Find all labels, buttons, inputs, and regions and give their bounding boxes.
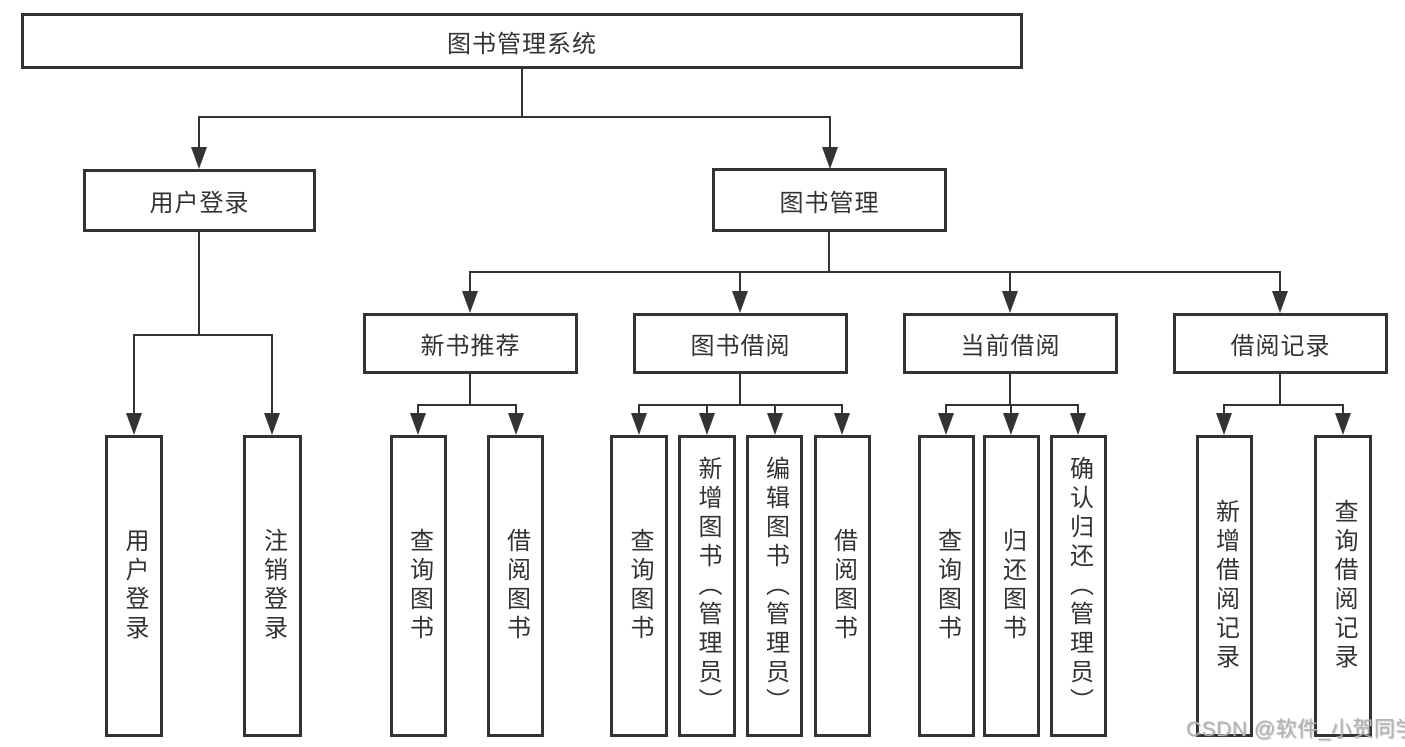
connector-book-borrow-drop xyxy=(739,374,741,406)
arrow-down-icon xyxy=(767,413,783,435)
connector-arrow-shaft xyxy=(133,334,135,415)
connector-arrow-shaft xyxy=(1279,271,1281,293)
leaf-query-books-current: 查询图书 xyxy=(918,435,975,737)
node-label: 注销登录 xyxy=(259,528,287,644)
node-label: 图书借阅 xyxy=(690,333,791,360)
node-new-book-recommendation: 新书推荐 xyxy=(363,313,578,374)
node-label: 查询图书 xyxy=(405,528,433,644)
node-label: 新书推荐 xyxy=(420,333,521,360)
watermark-text: CSDN @软件_小贺同学 xyxy=(1186,718,1405,741)
arrow-down-icon xyxy=(699,413,715,435)
connector-current-borrow-drop xyxy=(1009,374,1011,406)
connector-arrow-shaft xyxy=(638,404,640,416)
arrow-down-icon xyxy=(1335,413,1351,435)
leaf-query-books-recommend: 查询图书 xyxy=(390,435,447,737)
arrow-down-icon xyxy=(732,291,748,313)
connector-level3-bus xyxy=(469,271,1281,273)
leaf-user-login: 用户登录 xyxy=(105,435,163,737)
leaf-logout-login: 注销登录 xyxy=(243,435,302,737)
node-label: 查询图书 xyxy=(626,528,653,644)
connector-user-login-bus xyxy=(133,334,273,336)
connector-borrow-record-drop xyxy=(1279,374,1281,406)
leaf-add-books-admin: 新增图书（管理员） xyxy=(678,435,736,737)
connector-arrow-shaft xyxy=(1223,404,1225,416)
leaf-borrow-books-recommend: 借阅图书 xyxy=(487,435,544,737)
connector-level2-bus xyxy=(198,116,831,118)
node-label: 查询借阅记录 xyxy=(1330,499,1357,673)
node-label: 新增借阅记录 xyxy=(1211,499,1239,673)
connector-arrow-shaft xyxy=(1009,271,1011,293)
connector-arrow-shaft xyxy=(1077,404,1079,416)
connector-root-drop xyxy=(521,67,523,118)
arrow-down-icon xyxy=(508,413,524,435)
connector-arrow-shaft xyxy=(417,404,419,416)
arrow-down-icon xyxy=(1272,291,1288,313)
node-label: 借阅图书 xyxy=(502,528,530,644)
arrow-down-icon xyxy=(1003,413,1019,435)
node-label: 图书管理 xyxy=(779,189,880,217)
connector-user-login-drop xyxy=(198,232,200,336)
arrow-down-icon xyxy=(410,413,426,435)
leaf-return-books: 归还图书 xyxy=(983,435,1040,737)
connector-book-mgmt-drop xyxy=(828,231,830,273)
connector-arrow-shaft xyxy=(198,116,200,148)
node-library-management-system: 图书管理系统 xyxy=(21,13,1023,69)
leaf-confirm-return-admin: 确认归还（管理员） xyxy=(1050,435,1107,737)
connector-new-book-bus xyxy=(417,404,517,406)
arrow-down-icon xyxy=(822,147,838,169)
connector-arrow-shaft xyxy=(271,334,273,415)
node-label: 编辑图书（管理员） xyxy=(761,455,789,717)
connector-arrow-shaft xyxy=(515,404,517,416)
connector-arrow-shaft xyxy=(1342,404,1344,416)
connector-arrow-shaft xyxy=(469,271,471,293)
node-label: 用户登录 xyxy=(149,190,250,217)
arrow-down-icon xyxy=(191,147,207,169)
node-label: 确认归还（管理员） xyxy=(1065,455,1093,717)
node-label: 新增图书（管理员） xyxy=(694,455,721,717)
connector-new-book-drop xyxy=(469,374,471,406)
arrow-down-icon xyxy=(462,291,478,313)
leaf-borrow-books-borrowing: 借阅图书 xyxy=(814,435,871,737)
leaf-add-borrow-record: 新增借阅记录 xyxy=(1196,435,1253,737)
connector-current-borrow-bus xyxy=(945,404,1079,406)
node-label: 图书管理系统 xyxy=(447,30,597,58)
arrow-down-icon xyxy=(631,413,647,435)
arrow-down-icon xyxy=(1216,413,1232,435)
arrow-down-icon xyxy=(834,413,850,435)
connector-arrow-shaft xyxy=(739,271,741,293)
node-book-management: 图书管理 xyxy=(712,168,947,232)
connector-arrow-shaft xyxy=(706,404,708,416)
node-user-login: 用户登录 xyxy=(83,169,316,232)
leaf-query-books-borrowing: 查询图书 xyxy=(610,435,668,737)
connector-arrow-shaft xyxy=(829,116,831,148)
connector-book-borrow-bus xyxy=(638,404,843,406)
node-label: 归还图书 xyxy=(998,528,1026,644)
connector-borrow-record-bus xyxy=(1223,404,1344,406)
node-label: 当前借阅 xyxy=(960,333,1061,360)
node-label: 用户登录 xyxy=(121,528,148,644)
connector-arrow-shaft xyxy=(841,404,843,416)
connector-arrow-shaft xyxy=(774,404,776,416)
connector-arrow-shaft xyxy=(1010,404,1012,416)
node-label: 查询图书 xyxy=(933,528,961,644)
node-label: 借阅记录 xyxy=(1230,333,1331,360)
node-book-borrowing: 图书借阅 xyxy=(633,313,848,374)
arrow-down-icon xyxy=(1002,291,1018,313)
arrow-down-icon xyxy=(1070,413,1086,435)
node-current-borrowing: 当前借阅 xyxy=(903,313,1118,374)
node-borrowing-records: 借阅记录 xyxy=(1173,313,1388,374)
leaf-edit-books-admin: 编辑图书（管理员） xyxy=(746,435,803,737)
node-label: 借阅图书 xyxy=(829,528,857,644)
arrow-down-icon xyxy=(938,413,954,435)
arrow-down-icon xyxy=(126,413,142,435)
connector-arrow-shaft xyxy=(945,404,947,416)
arrow-down-icon xyxy=(264,413,280,435)
leaf-query-borrow-record: 查询借阅记录 xyxy=(1314,435,1372,737)
